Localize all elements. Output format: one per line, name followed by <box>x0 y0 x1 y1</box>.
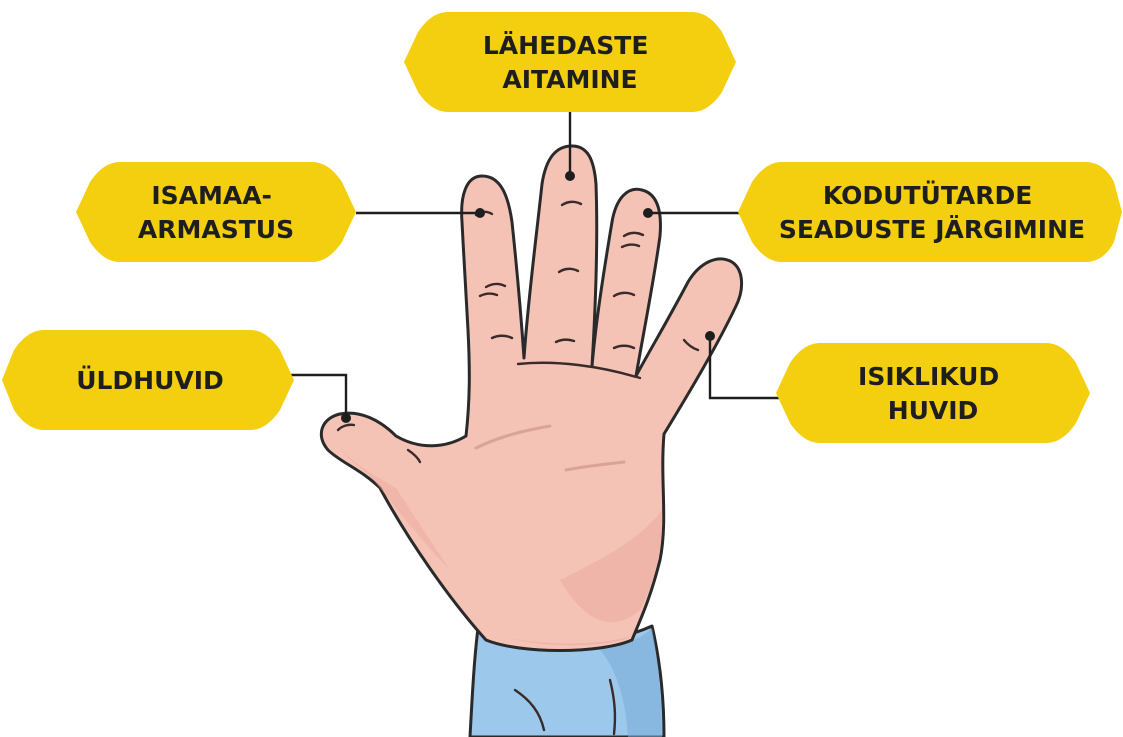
label-little-line-2: HUVID <box>888 396 979 425</box>
leader-thumb <box>286 375 346 418</box>
svg-text:ÜLDHUVID: ÜLDHUVID <box>76 365 224 395</box>
label-ring: KODUTÜTARDE SEADUSTE JÄRGIMINE <box>738 162 1122 262</box>
label-thumb: ÜLDHUVID <box>2 330 294 430</box>
label-little-line-1: ISIKLIKUD <box>858 362 999 391</box>
hand-skin <box>321 146 741 651</box>
label-ring-line-1: KODUTÜTARDE <box>823 180 1032 210</box>
tag-shape-middle <box>404 12 736 112</box>
tag-shape-index <box>76 162 356 262</box>
dot-middle <box>565 171 575 181</box>
label-index-line-1: ISAMAA- <box>151 181 272 210</box>
label-middle: LÄHEDASTE AITAMINE <box>404 12 736 112</box>
label-middle-line-1: LÄHEDASTE <box>483 30 649 60</box>
hand <box>321 146 741 651</box>
tag-shape-little <box>776 343 1090 443</box>
dot-thumb <box>341 413 351 423</box>
label-middle-line-2: AITAMINE <box>502 65 637 94</box>
label-ring-line-2: SEADUSTE JÄRGIMINE <box>779 214 1085 244</box>
label-little: ISIKLIKUD HUVID <box>776 343 1090 443</box>
label-thumb-line-1: ÜLDHUVID <box>76 365 224 395</box>
label-index: ISAMAA- ARMASTUS <box>76 162 356 262</box>
tag-shape-ring <box>738 162 1122 262</box>
label-index-line-2: ARMASTUS <box>138 215 294 244</box>
dot-ring <box>643 208 653 218</box>
dot-little <box>705 331 715 341</box>
dot-index <box>475 208 485 218</box>
